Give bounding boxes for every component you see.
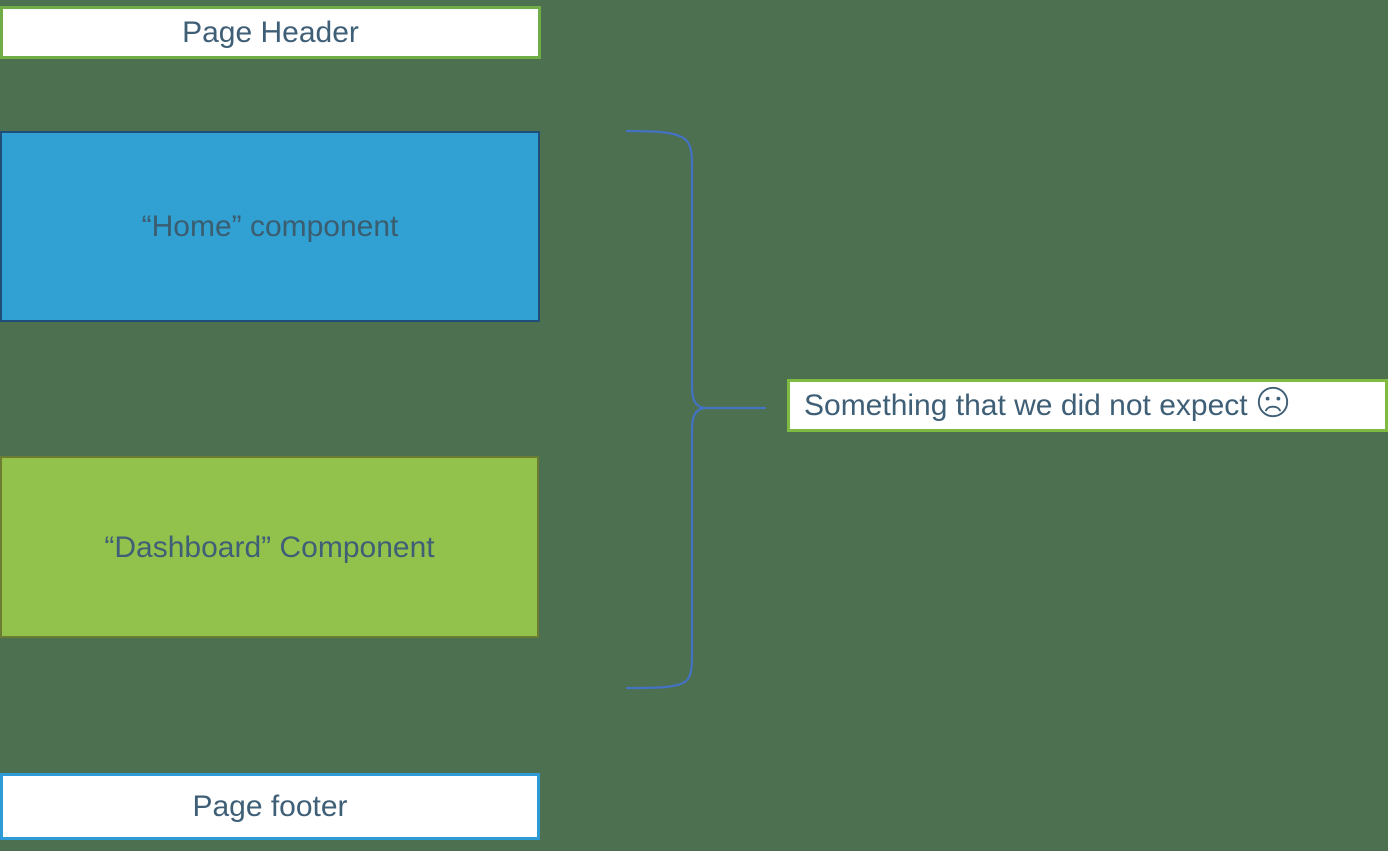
curly-brace-connector [625, 129, 767, 690]
home-component-label: “Home” component [141, 210, 399, 243]
dashboard-component-label: “Dashboard” Component [104, 530, 435, 564]
page-header-box: Page Header [0, 6, 541, 59]
page-footer-box: Page footer [0, 773, 540, 840]
home-component-box: “Home” component [0, 131, 540, 322]
dashboard-component-box: “Dashboard” Component [0, 456, 539, 638]
sad-face-icon [1256, 385, 1290, 426]
page-footer-label: Page footer [192, 790, 348, 823]
page-header-label: Page Header [182, 16, 359, 49]
callout-box: Something that we did not expect [787, 379, 1388, 432]
callout-text: Something that we did not expect [804, 389, 1248, 422]
